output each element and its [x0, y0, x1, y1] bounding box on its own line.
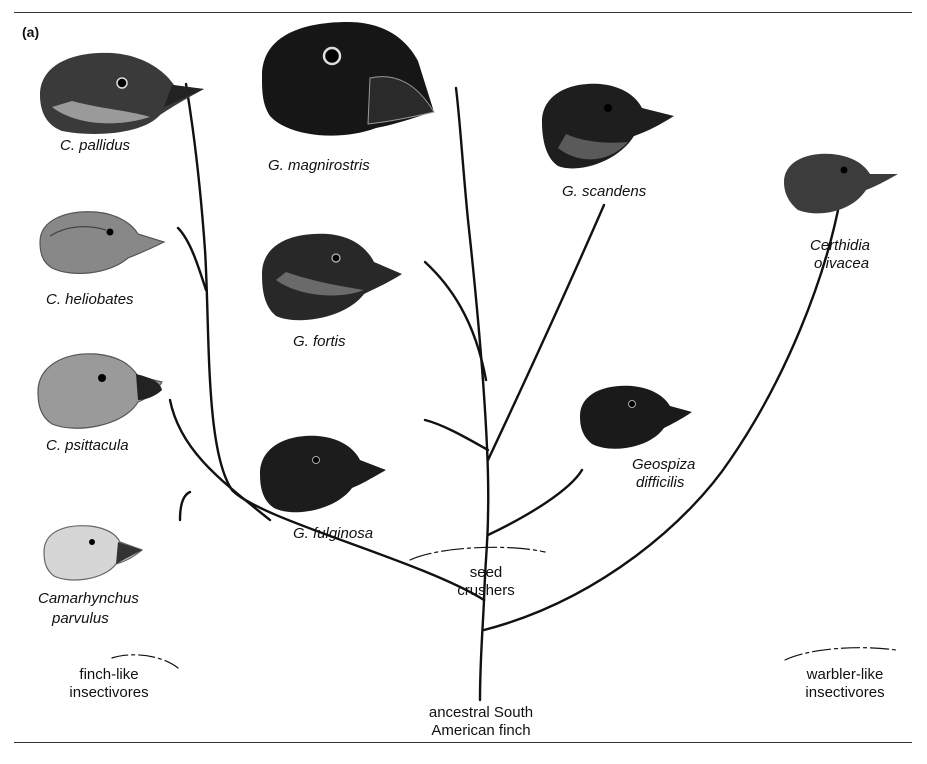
branch-to-g-magnirostris: [456, 88, 488, 515]
bracket-seed: [410, 547, 545, 560]
label-geospiza-genus: Geospiza: [632, 456, 695, 473]
branch-to-g-fortis: [425, 262, 486, 380]
label-geospiza-species: difficilis: [636, 474, 684, 491]
label-ancestral-finch: ancestral South American finch: [396, 704, 566, 740]
branch-to-geospiza: [488, 470, 582, 535]
finch-head-icon: [36, 206, 166, 278]
label-c-pallidus: C. pallidus: [60, 137, 130, 154]
label-camarhynchus-genus: Camarhynchus: [38, 590, 139, 607]
label-american-finch: American finch: [396, 722, 566, 740]
label-g-fortis: G. fortis: [293, 333, 346, 350]
finch-head-icon: [780, 148, 900, 220]
label-seed: seed: [446, 564, 526, 582]
finch-head-icon: [256, 430, 388, 518]
finch-head-icon: [538, 78, 676, 178]
finch-head-icon: [32, 45, 207, 140]
label-finch-like: finch-like: [54, 666, 164, 684]
label-seed-crushers: seed crushers: [446, 564, 526, 600]
label-warbler-like: warbler-like: [790, 666, 900, 684]
label-certhidia-genus: Certhidia: [810, 237, 870, 254]
finch-head-icon: [258, 16, 438, 146]
finch-head-icon: [40, 520, 144, 584]
label-c-psittacula: C. psittacula: [46, 437, 129, 454]
branch-to-c-heliobates: [178, 228, 206, 290]
label-finch-insectivores: insectivores: [54, 684, 164, 702]
label-warbler-insectivores: insectivores: [790, 684, 900, 702]
label-g-fulginosa: G. fulginosa: [293, 525, 373, 542]
label-ancestral-south: ancestral South: [396, 704, 566, 722]
finch-head-icon: [258, 228, 404, 328]
label-c-heliobates: C. heliobates: [46, 291, 134, 308]
tree-trunk: [480, 600, 484, 700]
label-certhidia-species: olivacea: [814, 255, 869, 272]
label-camarhynchus-species: parvulus: [52, 610, 109, 627]
finch-head-icon: [34, 348, 166, 434]
branch-to-g-fulginosa: [425, 420, 488, 450]
finch-head-icon: [576, 380, 694, 456]
label-warbler-like-insectivores: warbler-like insectivores: [790, 666, 900, 702]
branch-to-camarhynchus: [180, 492, 190, 520]
label-g-magnirostris: G. magnirostris: [268, 157, 370, 174]
label-g-scandens: G. scandens: [562, 183, 646, 200]
bracket-warbler: [785, 648, 896, 660]
label-crushers: crushers: [446, 582, 526, 600]
label-finch-like-insectivores: finch-like insectivores: [54, 666, 164, 702]
